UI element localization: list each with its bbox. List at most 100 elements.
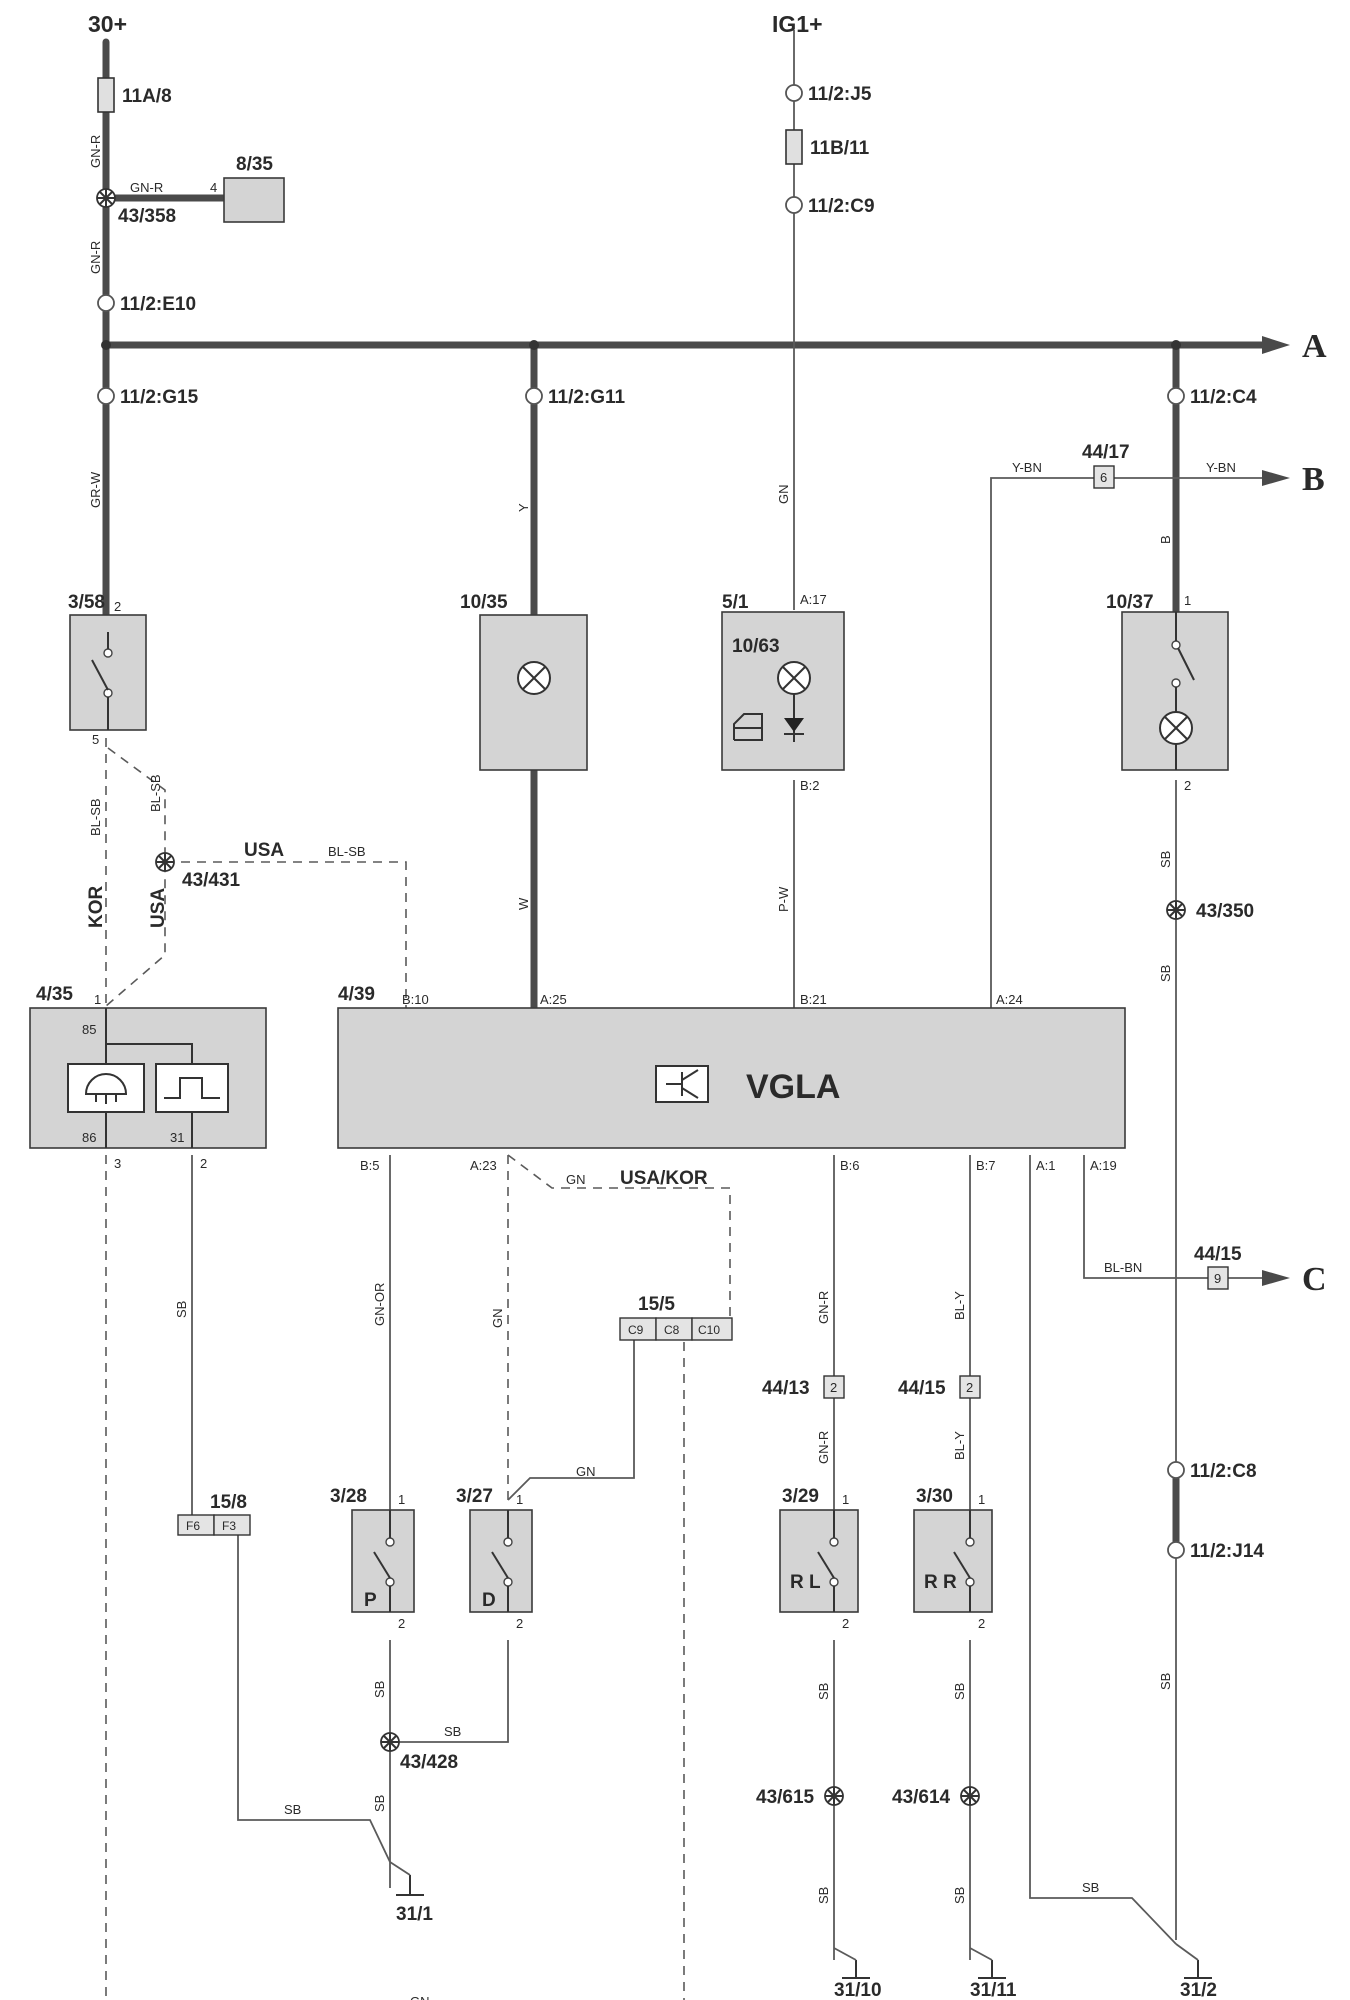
splice-icon — [1166, 900, 1186, 920]
pin-label: A:24 — [996, 992, 1023, 1007]
component-symbols — [67, 612, 1195, 1612]
multiconnector-pin: F3 — [222, 1519, 236, 1533]
connector-rings — [97, 84, 1185, 1559]
lamp-icon — [1159, 687, 1193, 770]
connector-label: 11/2:G11 — [548, 387, 626, 408]
terminal-box — [823, 1375, 845, 1399]
terminal-box — [959, 1375, 981, 1399]
ground-label: 31/2 — [1180, 1980, 1217, 2000]
relay-4-35 — [29, 1007, 267, 1149]
connector-icon — [1167, 387, 1185, 405]
terminal-label: 44/13 — [762, 1378, 810, 1399]
splice-label: 43/615 — [756, 1787, 815, 1808]
multiconnector-label: 15/5 — [638, 1294, 675, 1315]
pin-label: 2 — [842, 1616, 849, 1631]
pin-label: A:19 — [1090, 1158, 1117, 1173]
connector-icon — [785, 196, 803, 214]
wire-color-label: Y-BN — [1012, 460, 1042, 475]
switch-contact-icon — [373, 1510, 395, 1612]
switch-contact-icon — [91, 632, 113, 730]
fuse-icon — [97, 77, 115, 113]
market-label: USA/KOR — [620, 1168, 708, 1189]
pin-label: 9 — [1214, 1271, 1221, 1286]
wire-gn-15-5 — [507, 1340, 635, 1501]
pin-label: B:10 — [402, 992, 429, 1007]
arrow-c-icon — [1262, 1270, 1290, 1286]
fuse-label: 11B/11 — [810, 138, 870, 159]
wire-bl-bn — [1083, 1155, 1265, 1279]
wire-color-label: W — [516, 897, 531, 910]
wire-color-label: BL-Y — [952, 1431, 967, 1460]
wire-color-label: SB — [372, 1681, 387, 1698]
pin-label: 1 — [842, 1492, 849, 1507]
splice-icon — [824, 1786, 844, 1806]
wire-color-label: GN-R — [88, 135, 103, 168]
component-label: 3/29 — [782, 1486, 819, 1507]
wire-color-label: GN — [576, 1464, 596, 1479]
component-label: 4/35 — [36, 984, 73, 1005]
terminal-8-35 — [223, 177, 285, 223]
splice-icon — [380, 1732, 400, 1752]
multiconnector-pin-box — [691, 1317, 733, 1341]
pin-label: 5 — [92, 732, 99, 747]
wire-color-label: SB — [284, 1802, 301, 1817]
arrow-b-icon — [1262, 470, 1290, 486]
dashed-wires — [105, 738, 731, 2000]
connector-icon — [525, 387, 543, 405]
junction-dot — [101, 340, 111, 350]
door-icon — [733, 713, 763, 741]
junction-dot — [1171, 340, 1181, 350]
connector-label: 11/2:J14 — [1190, 1541, 1264, 1562]
junction-dot — [529, 340, 539, 350]
grounds — [389, 1861, 1212, 1979]
ground-label: 31/11 — [970, 1980, 1017, 2000]
terminal-label: 44/15 — [898, 1378, 946, 1399]
wire-color-label: BL-BN — [1104, 1260, 1142, 1275]
pin-label: B:21 — [800, 992, 827, 1007]
market-label: KOR — [86, 886, 107, 929]
module-4-39 — [337, 1007, 1126, 1149]
horn-icon — [84, 1073, 128, 1104]
wire-color-label: Y-BN — [1206, 460, 1236, 475]
multiconnector-pin-box — [213, 1514, 251, 1536]
market-label: USA — [244, 840, 284, 861]
pin-label: 2 — [114, 599, 121, 614]
component-label: 3/30 — [916, 1486, 953, 1507]
ground-icon — [389, 1861, 424, 1896]
switch-3-29 — [779, 1509, 859, 1613]
connector-icon — [97, 387, 115, 405]
terminal-label: 8/35 — [236, 154, 273, 175]
switch-mark: D — [482, 1590, 496, 1611]
splice-label: 43/614 — [892, 1787, 951, 1808]
splice-icon — [96, 188, 116, 208]
thick-wires — [102, 38, 1290, 1554]
module-name: VGLA — [746, 1068, 840, 1106]
component-inner-label: 10/63 — [732, 636, 780, 657]
fuse-label: 11A/8 — [122, 86, 172, 107]
switch-3-27 — [469, 1509, 533, 1613]
pin-label: B:6 — [840, 1158, 860, 1173]
connector-icon — [1167, 1541, 1185, 1559]
wire-usa-bl-sb — [165, 861, 407, 1008]
wire-color-label: SB — [1158, 965, 1173, 982]
connector-label: 11/2:C9 — [808, 196, 875, 217]
pin-label: 86 — [82, 1130, 96, 1145]
arrow-a-icon — [1262, 336, 1290, 354]
wire-color-label: SB — [816, 1683, 831, 1700]
wire-color-label: GN — [410, 1994, 430, 2000]
market-label: USA — [148, 888, 169, 928]
wire-y-bn — [990, 477, 1265, 1008]
pin-label: 2 — [200, 1156, 207, 1171]
connector-label: 11/2:C4 — [1190, 387, 1257, 408]
component-label: 3/27 — [456, 1486, 493, 1507]
terminal-box — [1093, 465, 1115, 489]
wire-color-label: SB — [1158, 1673, 1173, 1690]
splice-label: 43/428 — [400, 1752, 458, 1773]
multiconnector-pin: C9 — [628, 1323, 644, 1337]
connector-label: 11/2:G15 — [120, 387, 199, 408]
connector-label: 11/2:E10 — [120, 294, 196, 315]
pin-label: 1 — [1184, 593, 1191, 608]
wire-color-label: GN-R — [88, 241, 103, 274]
wire-color-label: SB — [444, 1724, 461, 1739]
